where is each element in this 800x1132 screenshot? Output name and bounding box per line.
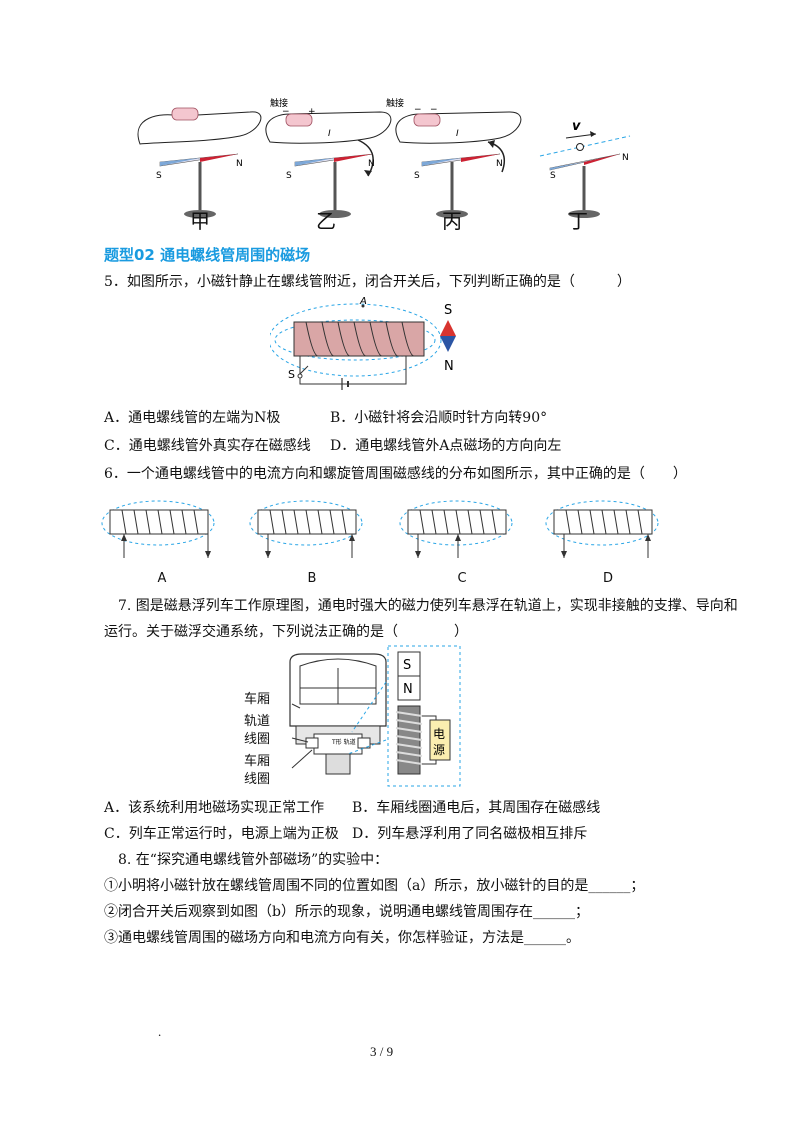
q5-option-c: C．通电螺线管外真实存在磁感线: [104, 438, 311, 454]
figure-yi: 触接 − + I S N: [265, 97, 392, 218]
battery-icon: [285, 113, 313, 127]
q7-stem-line2: 运行。关于磁浮交通系统，下列说法正确的是（ ）: [104, 624, 468, 640]
q5-stem: 5．如图所示，小磁针静止在螺线管附近，闭合开关后，下列判断正确的是（ ）: [104, 274, 631, 290]
q8-item-3: ③通电螺线管周围的磁场方向和电流方向有关，你怎样验证，方法是______。: [104, 930, 580, 946]
q7-option-a: A．该系统利用地磁场实现正常工作: [104, 800, 325, 816]
solenoid-b: [249, 500, 363, 558]
q5-option-d: D．通电螺线管外A点磁场的方向向左: [330, 438, 562, 454]
page-number: 3 / 9: [370, 1044, 394, 1059]
caption-ding: 丁: [568, 209, 588, 233]
q5-option-a: A．通电螺线管的左端为N极: [104, 410, 281, 426]
solenoid-c: [399, 500, 513, 558]
magnet-n-label: N: [403, 682, 413, 697]
velocity-label: v: [572, 119, 581, 134]
q7-figure: T形 轨道 S N 电 源: [289, 645, 461, 787]
label-track-coil-2: 线圈: [244, 732, 271, 747]
footer-dot: .: [158, 1024, 162, 1039]
q7-option-b: B．车厢线圈通电后，其周围存在磁感线: [352, 800, 601, 816]
caption-jia: 甲: [190, 209, 210, 233]
rail-label: T形 轨道: [331, 738, 356, 746]
q6-stem: 6．一个通电螺线管中的电流方向和螺旋管周围磁感线的分布如图所示，其中正确的是（ …: [104, 466, 687, 482]
solenoid-d: [545, 500, 659, 558]
magnet-s-label: S: [403, 658, 411, 673]
switch-label: S: [288, 368, 295, 381]
q6-label-d: D: [602, 571, 613, 586]
caption-bing: 丙: [442, 209, 462, 233]
label-car-coil-1: 车厢: [244, 754, 271, 769]
minus-label: −: [414, 105, 422, 115]
q8-item-1: ①小明将小磁针放在螺线管周围不同的位置如图（a）所示，放小磁针的目的是_____…: [104, 878, 645, 894]
n-label: N: [622, 153, 629, 163]
minus-label: −: [282, 107, 290, 117]
q8-item-2: ②闭合开关后观察到如图（b）所示的现象，说明通电螺线管周围存在______；: [104, 904, 589, 920]
current-label: I: [328, 129, 331, 139]
n-label: N: [236, 159, 243, 169]
section-heading: 题型02 通电螺线管周围的磁场: [104, 246, 311, 264]
q6-label-c: C: [457, 571, 467, 586]
caption-yi: 乙: [316, 209, 336, 233]
battery-icon: [413, 113, 441, 127]
figure-bing: 触接 − − I S N: [386, 97, 522, 218]
battery-icon: [171, 107, 199, 121]
q5-option-b: B．小磁针将会沿顺时针方向转90°: [330, 410, 548, 426]
s-label: S: [286, 171, 292, 181]
minus-label-2: −: [430, 105, 438, 115]
s-label: S: [550, 171, 556, 181]
n-label: N: [496, 159, 503, 169]
plus-label: +: [308, 107, 316, 117]
label-track-coil-1: 轨道: [244, 714, 271, 729]
s-label: S: [156, 171, 162, 181]
top-figure: S N 触接 − + I S N 触接 − − I S N: [137, 97, 631, 218]
s-label: S: [414, 171, 420, 181]
touch-label: 触接: [270, 97, 288, 109]
current-label: I: [456, 129, 459, 139]
label-car-coil-2: 线圈: [244, 772, 271, 787]
touch-label: 触接: [386, 97, 404, 109]
needle-n-label: N: [444, 359, 454, 374]
point-a-label: A: [359, 296, 367, 307]
q7-stem-line1: 7. 图是磁悬浮列车工作原理图，通电时强大的磁力使列车悬浮在轨道上，实现非接触的…: [118, 598, 738, 614]
needle-s-label: S: [444, 303, 452, 318]
power-label-2: 源: [433, 743, 445, 757]
solenoid-a: [101, 500, 215, 558]
q5-figure: S A S N: [270, 296, 456, 390]
q6-label-b: B: [307, 571, 317, 586]
figure-jia: S N: [137, 107, 262, 218]
n-label: N: [368, 159, 375, 169]
label-car: 车厢: [244, 692, 271, 707]
q6-label-a: A: [157, 571, 167, 586]
q6-figures: [101, 500, 659, 558]
figure-ding: v S N: [539, 119, 631, 218]
q8-stem: 8. 在“探究通电螺线管外部磁场”的实验中：: [118, 852, 389, 868]
power-label-1: 电: [433, 727, 445, 741]
q7-option-c: C．列车正常运行时，电源上端为正极: [104, 826, 339, 842]
q7-option-d: D．列车悬浮利用了同名磁极相互排斥: [352, 826, 588, 842]
